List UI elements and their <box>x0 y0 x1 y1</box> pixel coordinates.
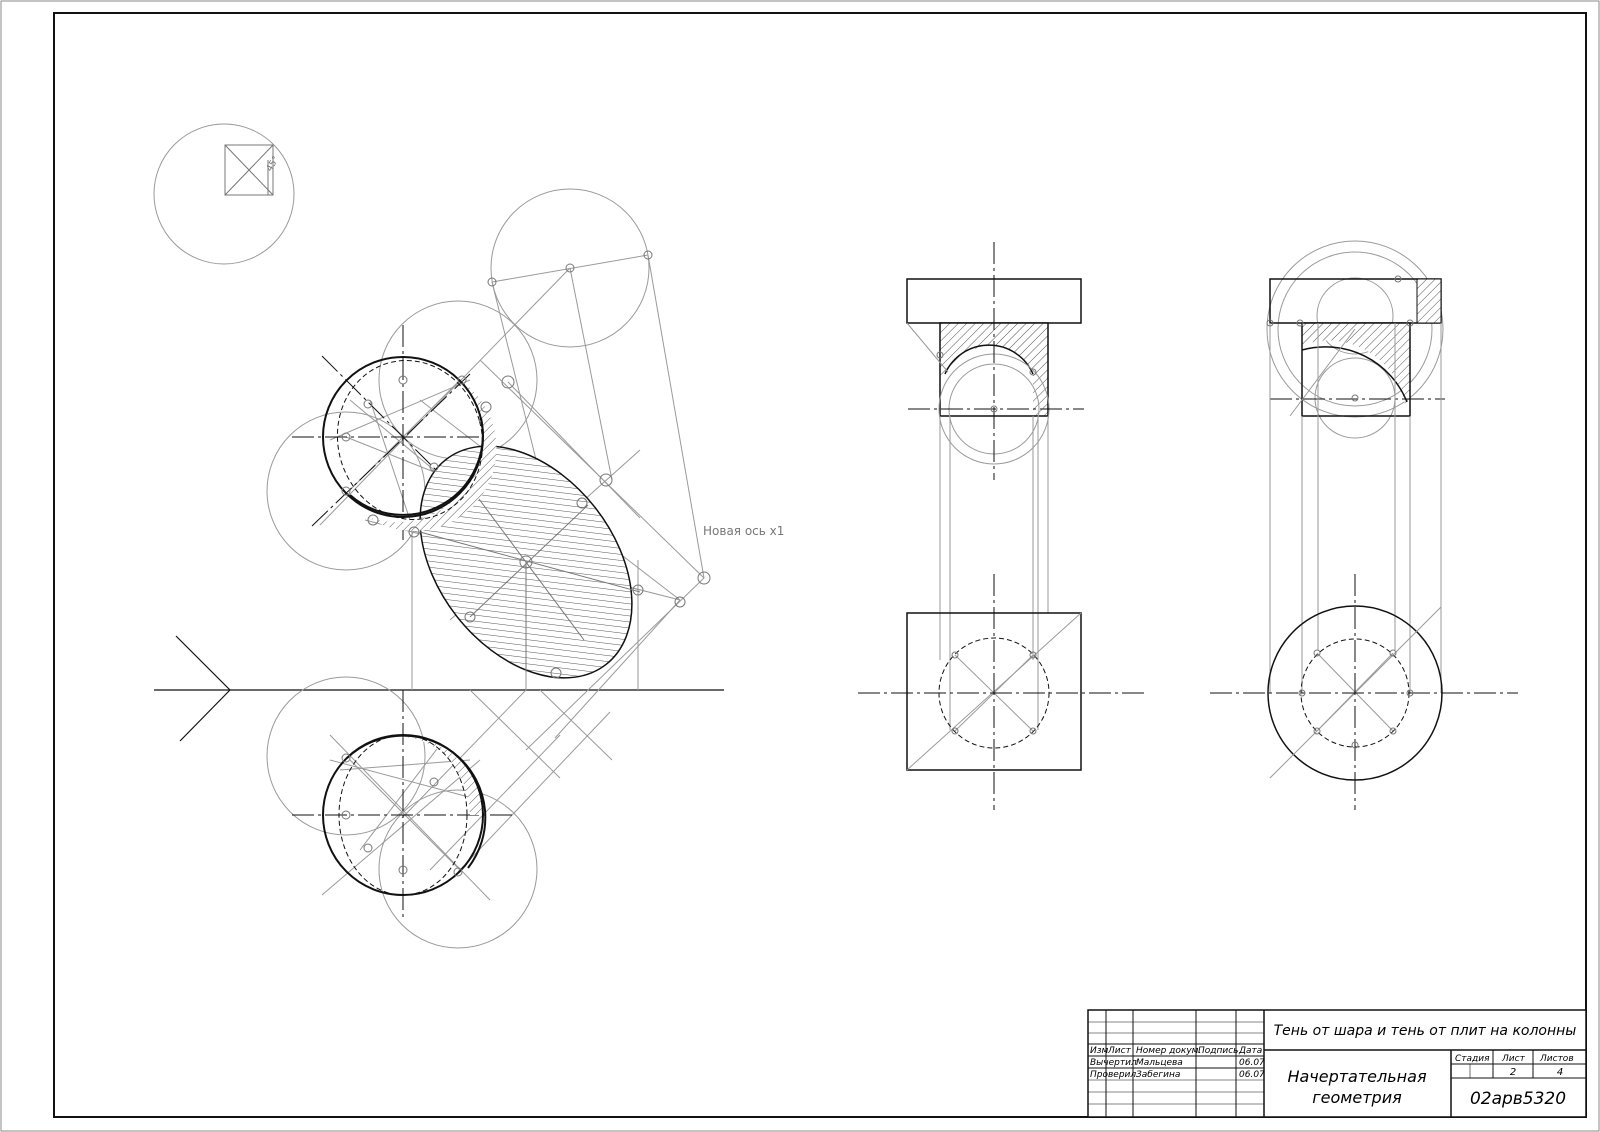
sheets-count: 4 <box>1557 1067 1563 1078</box>
role-drawn: Вычертил <box>1090 1058 1137 1068</box>
shadow-ellipse-axes <box>419 486 641 672</box>
stage-label: Стадия <box>1455 1054 1490 1064</box>
light-direction-indicator: 45° <box>153 123 295 265</box>
header-date: Дата <box>1238 1046 1262 1056</box>
sphere-shadow-construction: 45° <box>153 123 784 949</box>
subject-line-2: геометрия <box>1312 1088 1402 1107</box>
sheet-label: Лист <box>1501 1054 1526 1064</box>
name-drawn: Мальцева <box>1136 1058 1183 1068</box>
sphere-front-view <box>322 734 487 896</box>
header-doc: Номер докум. <box>1136 1046 1201 1056</box>
new-axis-label: Новая ось x1 <box>703 524 784 538</box>
date-checked: 06.07 <box>1239 1070 1265 1080</box>
title-block: Изм Лист Номер докум. Подпись Дата Вычер… <box>1087 1009 1587 1118</box>
date-drawn: 06.07 <box>1239 1058 1265 1068</box>
subject-line-1: Начертательная <box>1287 1067 1427 1086</box>
header-list: Лист <box>1107 1046 1132 1056</box>
drawing-title: Тень от шара и тень от плит на колонны <box>1274 1023 1577 1039</box>
header-sign: Подпись <box>1198 1046 1238 1056</box>
column-view-square-slab <box>858 242 1144 810</box>
construction-points <box>341 250 711 877</box>
angle-label: 45° <box>265 155 282 174</box>
sheet-number: 2 <box>1510 1067 1516 1078</box>
column-view-round-base <box>1210 240 1518 810</box>
role-checked: Проверил <box>1090 1070 1136 1080</box>
drawing-frame <box>53 12 1587 1118</box>
sphere-top-view <box>322 356 497 531</box>
sheets-label: Листов <box>1539 1054 1574 1064</box>
drawing-code: 02арв5320 <box>1470 1089 1566 1109</box>
name-checked: Забегина <box>1136 1070 1180 1080</box>
header-izm: Изм <box>1090 1046 1109 1056</box>
projection-axis <box>154 635 724 742</box>
